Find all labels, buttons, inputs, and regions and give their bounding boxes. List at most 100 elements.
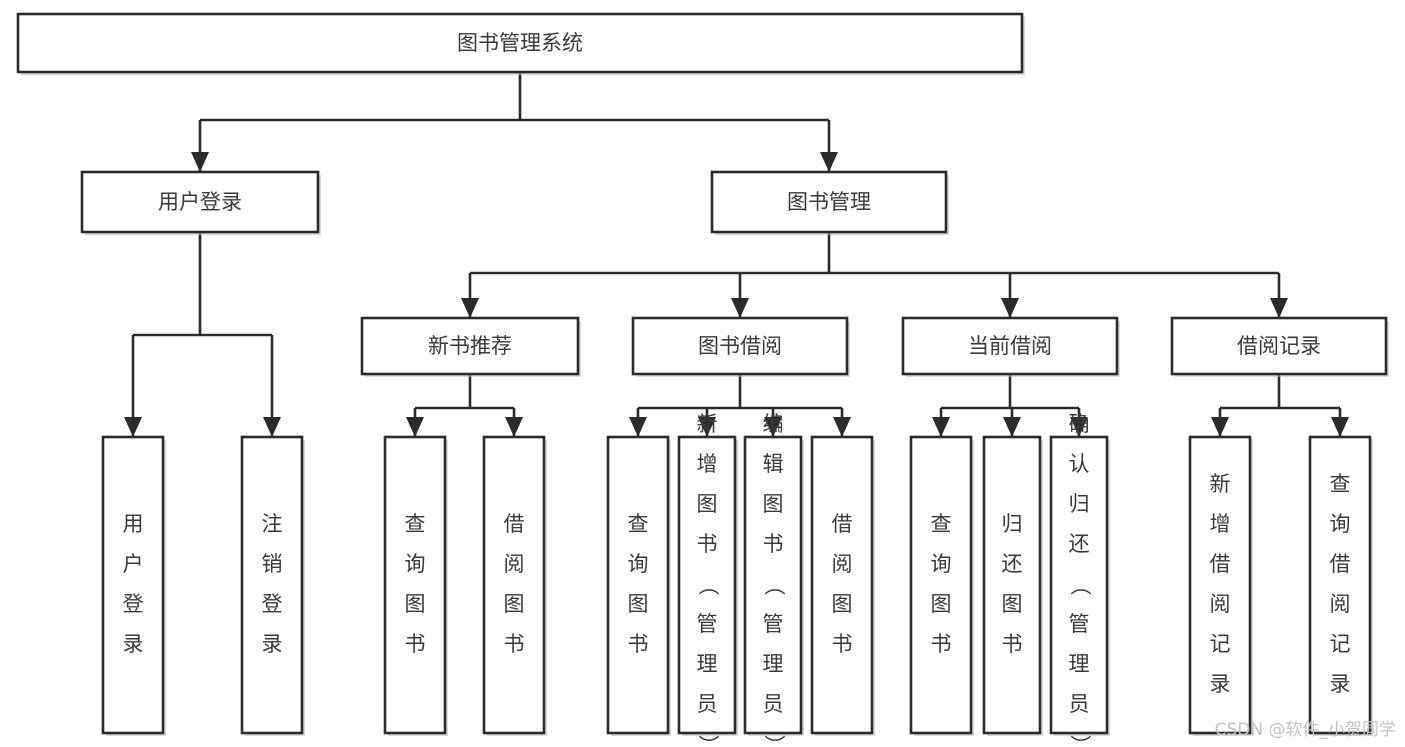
node-rect[interactable] (1170, 316, 1388, 376)
node-label-char: 图 (832, 592, 853, 616)
node-rect[interactable] (1308, 435, 1372, 735)
node-new-book-rec[interactable]: 新书推荐 (360, 316, 581, 377)
node-label-char: 书 (931, 632, 952, 656)
node-label-char: 确 (1069, 412, 1090, 436)
node-label: 图书管理 (787, 190, 871, 214)
node-rect[interactable] (101, 435, 165, 735)
arrow-head-icon (932, 417, 950, 437)
node-label-char: 增 (1210, 512, 1231, 536)
node-label-char: 查 (1330, 472, 1351, 496)
node-book-manage[interactable]: 图书管理 (710, 170, 949, 235)
arrow-head-icon (764, 417, 782, 437)
node-label-char: 录 (1210, 672, 1231, 696)
node-rect[interactable] (383, 435, 447, 735)
node-label-char: 询 (931, 552, 952, 576)
node-rect[interactable] (1188, 435, 1252, 735)
node-label-char: 编 (763, 412, 784, 436)
node-label-char: 书 (405, 632, 426, 656)
node-label-char: 管 (697, 612, 718, 636)
node-rect[interactable] (482, 435, 546, 735)
node-label-char: 图 (763, 492, 784, 516)
node-label: 用户登录 (158, 190, 242, 214)
node-label-char: 图 (405, 592, 426, 616)
node-rect[interactable] (982, 435, 1042, 735)
node-layer: 图书管理系统用户登录图书管理新书推荐图书借阅当前借阅借阅记录用户登录注销登录查询… (16, 12, 1389, 747)
arrow-head-icon (1331, 417, 1349, 437)
node-label-char: 书 (763, 532, 784, 556)
node-label-char: （ (1068, 575, 1092, 596)
node-label-char: 还 (1069, 532, 1090, 556)
node-rect[interactable] (1049, 435, 1109, 735)
node-label-char: 借 (1210, 552, 1231, 576)
node-label-char: 记 (1330, 632, 1351, 656)
node-label-char: 管 (763, 612, 784, 636)
node-label-char: 录 (262, 632, 283, 656)
node-label-char: 图 (504, 592, 525, 616)
node-label-char: 书 (697, 532, 718, 556)
node-user-login[interactable]: 用户登录 (80, 170, 321, 235)
node-rect[interactable] (909, 435, 973, 735)
arrow-head-icon (1001, 298, 1019, 318)
node-label-char: ） (762, 735, 786, 747)
node-root-system[interactable]: 图书管理系统 (16, 12, 1025, 75)
arrow-head-icon (731, 298, 749, 318)
node-rect[interactable] (16, 12, 1024, 74)
node-borrow-record[interactable]: 借阅记录 (1170, 316, 1389, 377)
node-current-borrow[interactable]: 当前借阅 (901, 316, 1120, 377)
node-label-char: 员 (763, 692, 784, 716)
node-label-char: 理 (1069, 652, 1090, 676)
node-rect[interactable] (743, 435, 803, 735)
node-leaf-user-login[interactable]: 用户登录 (101, 435, 166, 736)
node-label-char: 录 (123, 632, 144, 656)
node-label: 新书推荐 (428, 334, 512, 358)
node-rect[interactable] (80, 170, 320, 234)
node-label-char: 查 (405, 512, 426, 536)
node-label-char: 还 (1002, 552, 1023, 576)
node-label-char: 阅 (1210, 592, 1231, 616)
edge-group-book-borrow (629, 374, 851, 437)
edge-group-user-login (124, 232, 281, 437)
node-label-char: 新 (1210, 472, 1231, 496)
node-book-borrow[interactable]: 图书借阅 (631, 316, 850, 377)
node-label-char: 销 (262, 552, 283, 576)
node-rect[interactable] (360, 316, 580, 376)
node-label-char: 管 (1069, 612, 1090, 636)
node-rect[interactable] (631, 316, 849, 376)
node-label-char: 新 (697, 412, 718, 436)
node-label-char: 注 (262, 512, 283, 536)
arrow-head-icon (1070, 417, 1088, 437)
node-label-char: 员 (697, 692, 718, 716)
node-label-char: 图 (628, 592, 649, 616)
node-rect[interactable] (240, 435, 304, 735)
node-rect[interactable] (606, 435, 670, 735)
arrow-head-icon (505, 417, 523, 437)
arrow-head-icon (191, 152, 209, 172)
node-rect[interactable] (810, 435, 874, 735)
node-label: 图书借阅 (698, 334, 782, 358)
arrow-head-icon (263, 417, 281, 437)
node-label-char: 借 (832, 512, 853, 536)
node-label-char: 录 (1330, 672, 1351, 696)
edge-group-root (191, 72, 838, 172)
node-label-char: 用 (123, 512, 144, 536)
node-rect[interactable] (677, 435, 737, 735)
edge-group-new-book-rec (406, 374, 523, 437)
node-label-char: 阅 (504, 552, 525, 576)
node-rect[interactable] (901, 316, 1119, 376)
node-label-char: 理 (763, 652, 784, 676)
node-label-char: ） (696, 735, 720, 747)
node-label-char: ） (1068, 735, 1092, 747)
node-rect[interactable] (710, 170, 948, 234)
